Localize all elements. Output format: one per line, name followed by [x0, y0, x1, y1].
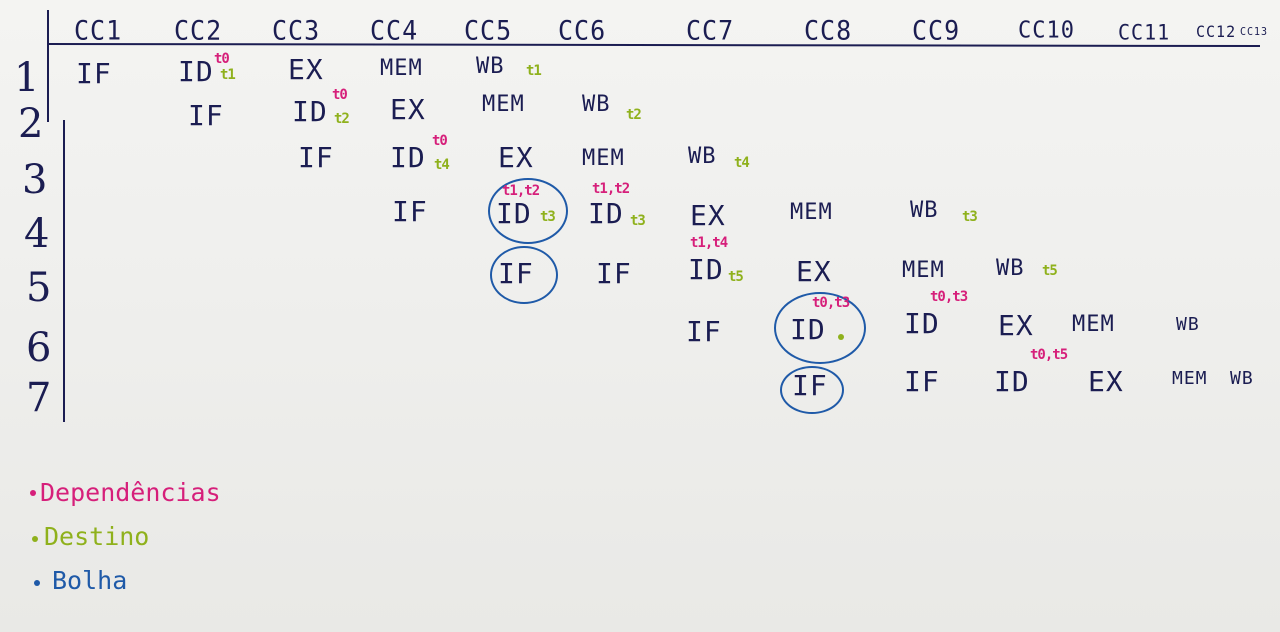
stage-wb: WB — [582, 92, 611, 117]
stage-if: IF — [392, 195, 428, 228]
destination-annotation: t2 — [626, 107, 642, 123]
dependency-annotation: t0,t3 — [812, 295, 850, 311]
dependency-annotation: t0 — [214, 51, 230, 67]
cycle-header: CC5 — [464, 15, 513, 46]
stage-wb: WB — [996, 256, 1025, 281]
legend-destination: Destino — [44, 522, 150, 551]
stage-ex: EX — [288, 53, 324, 86]
row-number: 6 — [26, 325, 52, 371]
stage-wb: WB — [1230, 368, 1254, 389]
dependency-annotation: t1,t2 — [592, 181, 630, 197]
stage-mem: MEM — [582, 146, 625, 171]
cycle-header: CC11 — [1118, 19, 1171, 45]
destination-annotation: t3 — [540, 209, 556, 225]
destination-annotation: t5 — [1042, 263, 1058, 279]
stage-wb: WB — [688, 144, 717, 169]
stage-if: IF — [298, 141, 334, 174]
bubble-circle — [488, 178, 568, 244]
stage-if: IF — [792, 369, 828, 402]
stage-if: IF — [596, 257, 632, 290]
stage-wb: WB — [1176, 314, 1200, 335]
destination-annotation: t2 — [334, 111, 350, 127]
cycle-header: CC2 — [174, 15, 223, 46]
stage-id: ID — [588, 197, 624, 230]
cycle-header: CC1 — [74, 15, 123, 46]
destination-annotation: t1 — [220, 67, 236, 83]
bubble-circle — [774, 292, 866, 364]
stage-id: ID — [178, 55, 214, 88]
row-axis-line — [47, 10, 49, 122]
legend-dot-dependencies — [30, 490, 36, 496]
legend-dot-bubble — [34, 580, 40, 586]
dependency-annotation: t0 — [432, 133, 448, 149]
stage-if: IF — [76, 57, 112, 90]
stage-wb: WB — [476, 54, 505, 79]
row-number: 5 — [26, 265, 52, 311]
destination-annotation: t3 — [630, 213, 646, 229]
row-number: 4 — [24, 211, 50, 257]
cycle-header: CC10 — [1018, 17, 1075, 44]
cycle-header: CC4 — [370, 15, 419, 46]
dependency-annotation: t0 — [332, 87, 348, 103]
destination-annotation: t3 — [962, 209, 978, 225]
cycle-header: CC7 — [686, 15, 735, 46]
destination-annotation: t1 — [526, 63, 542, 79]
row-number: 3 — [22, 157, 48, 203]
dependency-annotation: t0,t5 — [1030, 347, 1068, 363]
stage-mem: MEM — [482, 92, 525, 117]
stage-mem: MEM — [1072, 312, 1115, 337]
legend-bubble: Bolha — [52, 566, 128, 595]
destination-annotation: t4 — [734, 155, 750, 171]
stage-ex: EX — [796, 255, 832, 288]
stage-id: ID — [390, 141, 426, 174]
stage-if: IF — [904, 365, 940, 398]
header-underline — [47, 42, 1261, 48]
stage-mem: MEM — [790, 200, 833, 225]
cycle-header: CC13 — [1240, 26, 1269, 39]
dependency-annotation: t1,t2 — [502, 183, 540, 199]
stage-ex: EX — [690, 199, 726, 232]
stage-if: IF — [686, 315, 722, 348]
stage-ex: EX — [498, 141, 534, 174]
destination-annotation: t5 — [728, 269, 744, 285]
row-axis-line-lower — [63, 120, 65, 422]
dependency-annotation: t1,t4 — [690, 235, 728, 251]
cycle-header: CC12 — [1196, 22, 1237, 42]
stage-wb: WB — [910, 198, 939, 223]
stage-id: ID — [994, 365, 1030, 398]
stage-if: IF — [498, 257, 534, 290]
legend-dot-destination — [32, 536, 38, 542]
destination-annotation: t4 — [434, 157, 450, 173]
dependency-annotation: t0,t3 — [930, 289, 968, 305]
stage-id: ID — [496, 197, 532, 230]
stage-id: ID — [292, 95, 328, 128]
row-number: 7 — [26, 375, 52, 421]
stage-id: ID — [790, 313, 826, 346]
row-number: 2 — [18, 101, 44, 147]
legend-dependencies: Dependências — [40, 478, 221, 507]
stage-ex: EX — [998, 309, 1034, 342]
stage-id: ID — [688, 253, 724, 286]
bubble-circle — [780, 366, 844, 414]
stage-mem: MEM — [902, 258, 945, 283]
stage-if: IF — [188, 99, 224, 132]
cycle-header: CC8 — [804, 15, 853, 46]
cycle-header: CC3 — [272, 15, 321, 46]
stage-ex: EX — [390, 93, 426, 126]
stage-mem: MEM — [1172, 368, 1208, 389]
row-number: 1 — [14, 55, 40, 101]
cycle-header: CC9 — [912, 15, 961, 46]
stage-mem: MEM — [380, 56, 423, 81]
stage-id: ID — [904, 307, 940, 340]
cycle-header: CC6 — [558, 15, 607, 46]
stage-ex: EX — [1088, 365, 1124, 398]
bubble-circle — [490, 246, 558, 304]
destination-mark — [838, 334, 844, 340]
